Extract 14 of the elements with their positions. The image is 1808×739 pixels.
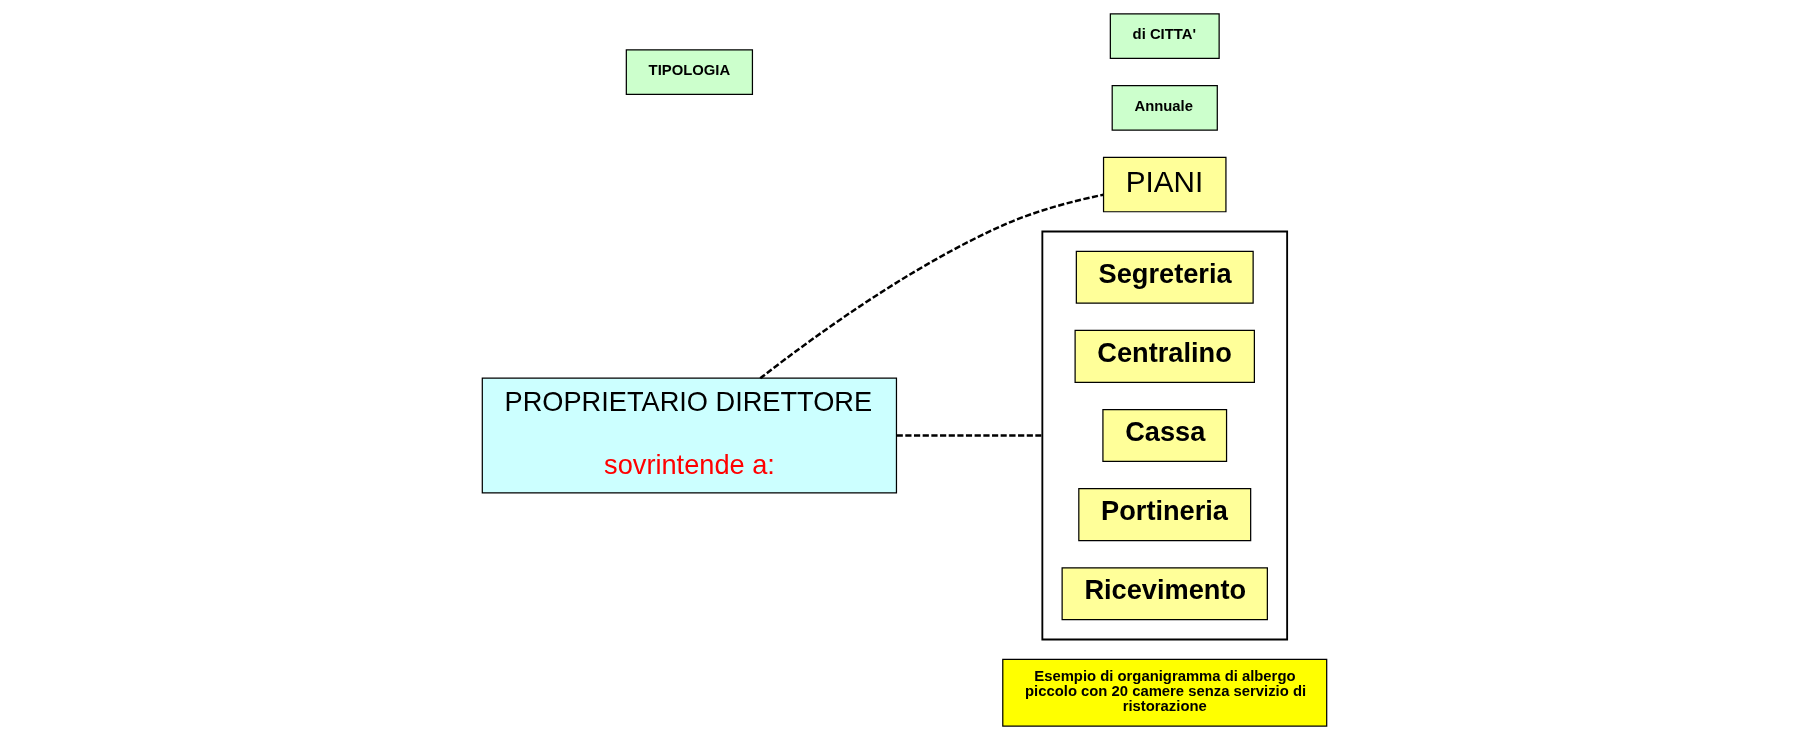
- node-box: TIPOLOGIA: [625, 48, 753, 95]
- node-box: Portineria: [1077, 487, 1251, 541]
- node-box: Annuale: [1111, 84, 1218, 131]
- connector: [759, 192, 1104, 379]
- node-box: Ricevimento: [1061, 566, 1268, 620]
- node-box: Centralino: [1074, 329, 1255, 383]
- node-box: Esempio di organigramma di albergo piccolo con 20 camere senza servizio di ristorazione: [1001, 658, 1327, 727]
- connector: [896, 433, 1042, 437]
- node-box: di CITTA': [1109, 12, 1220, 59]
- cluster: [1040, 230, 1288, 640]
- node-box: Segreteria: [1075, 250, 1254, 304]
- node-box: Cassa: [1101, 408, 1227, 462]
- node-box: PROPRIETARIO DIRETTORE sovrintende a:: [481, 377, 897, 493]
- node-box: PIANI: [1102, 156, 1227, 212]
